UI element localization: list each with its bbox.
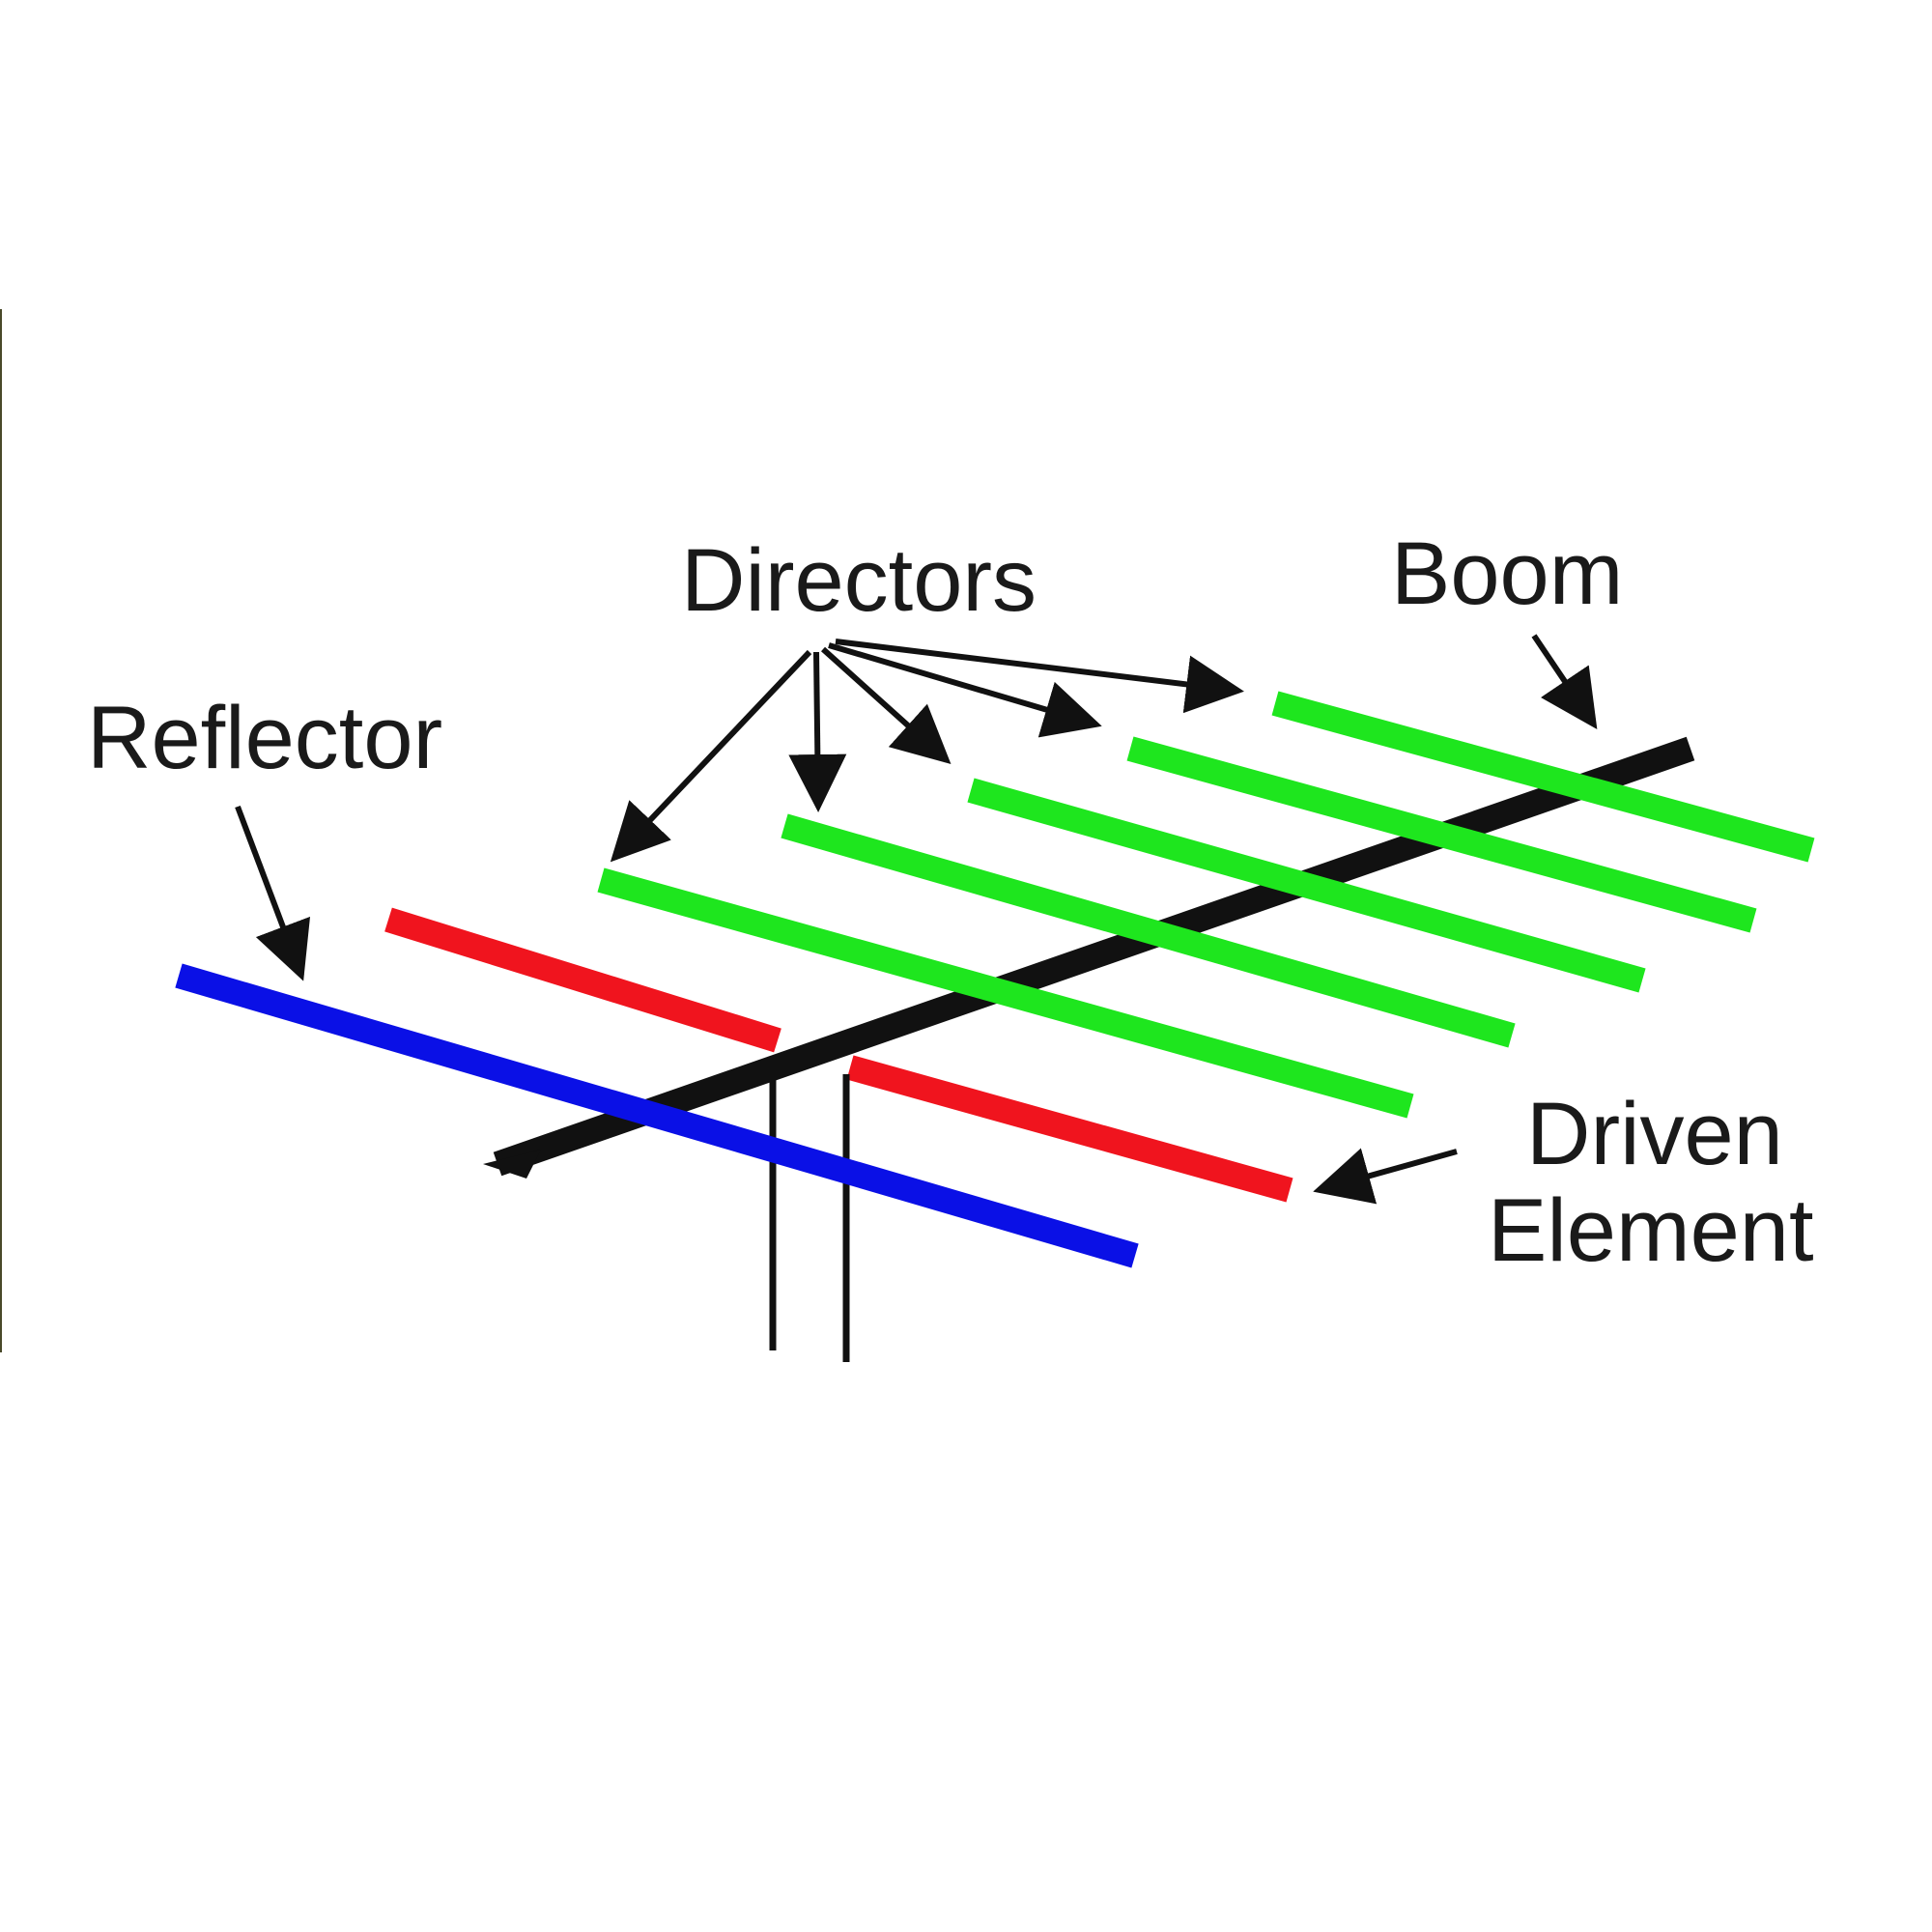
director-4 xyxy=(1126,736,1757,933)
director-3 xyxy=(967,778,1646,993)
driven-element xyxy=(384,907,1293,1203)
boom-end-tip xyxy=(483,1150,541,1179)
arrow-to-director-1 xyxy=(610,649,812,863)
arrow-to-director-3 xyxy=(820,646,952,765)
director-1 xyxy=(597,867,1414,1119)
arrow-to-boom xyxy=(1531,634,1598,729)
boom xyxy=(483,736,1695,1179)
directors-group xyxy=(597,691,1815,1119)
arrow-to-director-2 xyxy=(788,651,847,812)
director-5 xyxy=(1271,691,1815,863)
driven-element-label-line-1: Driven xyxy=(1526,1085,1783,1183)
arrow-to-director-5 xyxy=(835,639,1244,714)
arrow-to-reflector xyxy=(235,805,311,981)
director-2 xyxy=(781,813,1516,1048)
boom-label: Boom xyxy=(1391,525,1623,623)
boom-bar xyxy=(493,736,1695,1177)
driven-element-left-half xyxy=(384,907,781,1053)
driven-element-label-line-2: Element xyxy=(1488,1181,1814,1280)
arrow-to-director-4 xyxy=(828,642,1102,738)
annotation-arrows xyxy=(235,634,1598,1205)
driven-element-right-half xyxy=(846,1055,1293,1203)
feed-lines xyxy=(769,1063,850,1362)
directors-label: Directors xyxy=(681,531,1037,630)
reflector-label: Reflector xyxy=(87,689,442,787)
arrow-to-driven-element xyxy=(1313,1148,1458,1205)
reflector xyxy=(175,963,1139,1268)
